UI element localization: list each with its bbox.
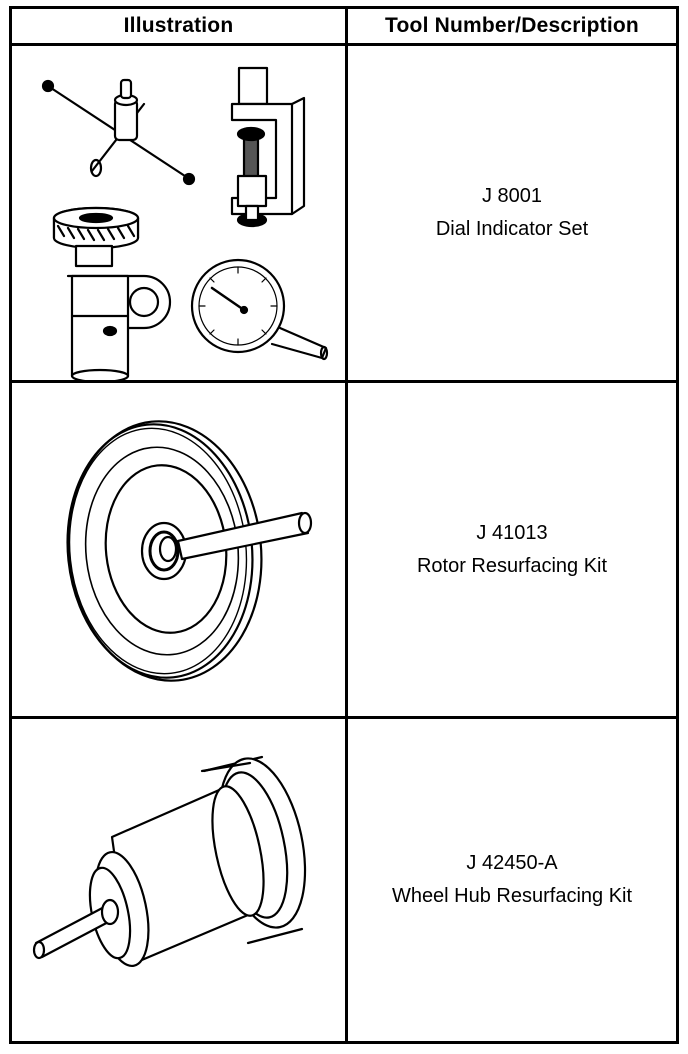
row-divider (12, 716, 676, 719)
table-row: J 41013 Rotor Resurfacing Kit (12, 383, 676, 716)
tool-table: Illustration Tool Number/Description (9, 6, 679, 1044)
table-row: J 42450-A Wheel Hub Resurfacing Kit (12, 719, 676, 1041)
tool-number: J 8001 (481, 185, 543, 207)
dial-indicator-set-icon (12, 46, 345, 380)
tool-description: Wheel Hub Resurfacing Kit (391, 885, 633, 907)
row-divider (12, 380, 676, 383)
header-tool-number-description: Tool Number/Description (385, 14, 639, 37)
table-row: J 8001 Dial Indicator Set (12, 46, 676, 380)
tool-description-cell: J 42450-A Wheel Hub Resurfacing Kit (348, 719, 676, 1041)
rotor-resurfacing-kit-icon (12, 383, 345, 716)
header-divider (12, 43, 676, 46)
header-illustration: Illustration (123, 14, 234, 37)
tool-description-cell: J 8001 Dial Indicator Set (348, 46, 676, 380)
tool-number: J 42450-A (466, 852, 558, 874)
column-divider (345, 9, 348, 1041)
tool-description: Dial Indicator Set (435, 218, 589, 240)
tool-description: Rotor Resurfacing Kit (416, 554, 608, 577)
tool-number: J 41013 (476, 521, 548, 544)
wheel-hub-resurfacing-kit-icon (12, 719, 345, 1041)
tool-description-cell: J 41013 Rotor Resurfacing Kit (348, 383, 676, 716)
